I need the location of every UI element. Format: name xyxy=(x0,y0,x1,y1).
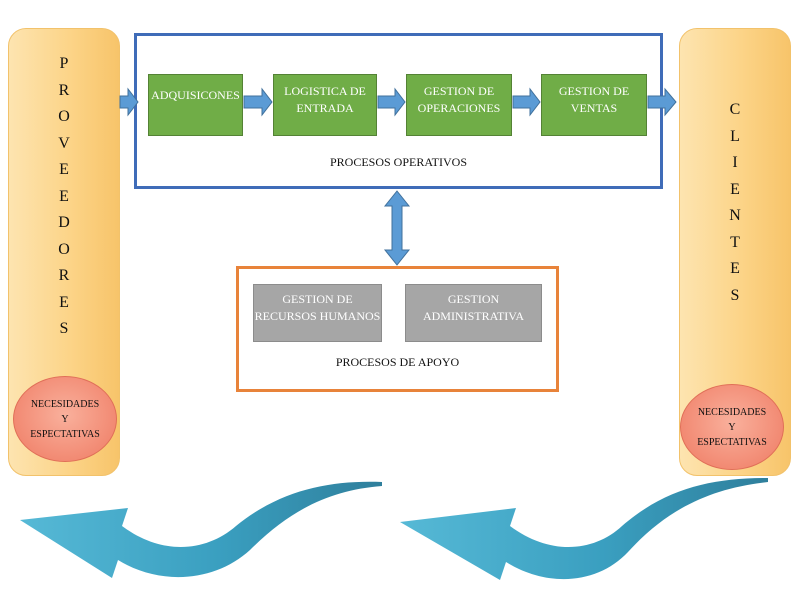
providers-needs-ellipse: NECESIDADES Y ESPECTATIVAS xyxy=(13,376,117,462)
process-gestion-ventas: GESTION DE VENTAS xyxy=(541,74,647,136)
clients-letter: E xyxy=(730,260,740,277)
providers-letter: O xyxy=(58,240,70,258)
providers-letter: P xyxy=(59,55,69,72)
providers-letter: R xyxy=(58,81,70,99)
providers-letter: V xyxy=(58,134,70,152)
providers-letter: E xyxy=(59,293,69,311)
clients-needs-ellipse: NECESIDADES Y ESPECTATIVAS xyxy=(680,384,784,470)
providers-letter: E xyxy=(59,187,69,205)
clients-label: C L I E N T E S xyxy=(680,97,790,309)
clients-letter: C xyxy=(729,101,741,118)
clients-letter: T xyxy=(730,233,740,251)
providers-letter: E xyxy=(59,161,69,178)
support-processes-caption: PROCESOS DE APOYO xyxy=(335,355,460,369)
providers-label: P R O V E E D O R E S xyxy=(9,51,119,343)
providers-letter: O xyxy=(58,108,70,125)
process-recursos-humanos: GESTION DE RECURSOS HUMANOS xyxy=(253,284,382,342)
clients-letter: N xyxy=(729,207,741,224)
providers-needs-label: NECESIDADES Y ESPECTATIVAS xyxy=(30,398,100,440)
clients-letter: E xyxy=(730,180,740,198)
operational-processes-caption: PROCESOS OPERATIVOS xyxy=(329,155,468,169)
providers-letter: S xyxy=(59,320,69,337)
process-adquisiciones: ADQUISICONES xyxy=(148,74,243,136)
process-gestion-administrativa: GESTION ADMINISTRATIVA xyxy=(405,284,542,342)
clients-letter: L xyxy=(730,127,740,145)
clients-needs-label: NECESIDADES Y ESPECTATIVAS xyxy=(697,406,767,448)
bidirectional-arrow-icon xyxy=(383,190,411,266)
providers-letter: D xyxy=(58,214,70,231)
curved-return-arrow-icon xyxy=(20,481,382,578)
providers-letter: R xyxy=(58,267,70,284)
process-logistica-entrada: LOGISTICA DE ENTRADA xyxy=(273,74,377,136)
curved-return-arrow-icon xyxy=(400,478,768,580)
clients-letter: I xyxy=(732,154,738,171)
clients-letter: S xyxy=(730,286,740,304)
process-gestion-operaciones: GESTION DE OPERACIONES xyxy=(406,74,512,136)
